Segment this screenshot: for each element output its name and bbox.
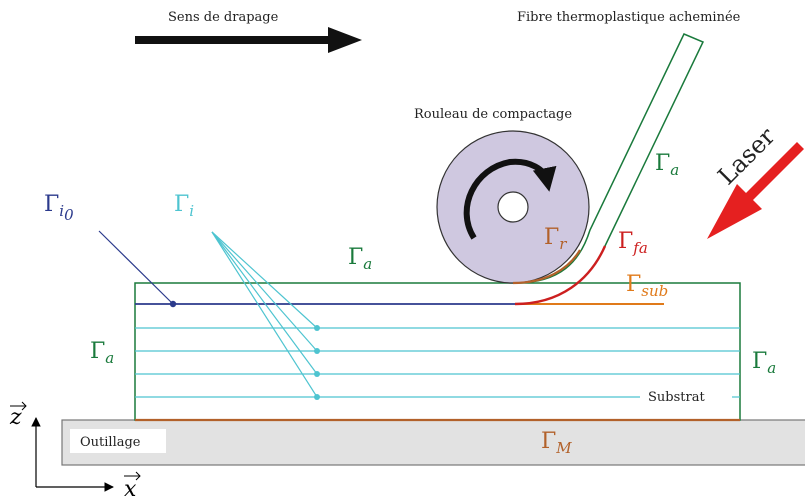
roller-label: Rouleau de compactage xyxy=(414,107,572,122)
interface-i-leader xyxy=(211,231,318,329)
x-axis-vector-arrow xyxy=(124,471,141,481)
layup-direction-arrow-head xyxy=(328,27,362,53)
gamma-a-left-label: Γa xyxy=(90,339,114,367)
gamma-m-label: ΓM xyxy=(541,429,572,457)
roller-hub xyxy=(497,191,529,223)
interface-i-leader xyxy=(211,231,318,398)
interface-i-leader xyxy=(211,231,318,375)
tooling-label-box xyxy=(70,429,166,453)
interface-i-point xyxy=(314,325,320,331)
gamma-i-label: Γi xyxy=(174,192,194,220)
substrate-label: Substrat xyxy=(648,390,705,405)
z-axis-label: z xyxy=(9,405,22,430)
roller-rotation-icon xyxy=(463,158,557,240)
gamma-fa-label: Γfa xyxy=(618,229,648,257)
interface-i-point xyxy=(314,394,320,400)
z-axis-vector-arrow xyxy=(10,401,27,411)
x-axis-label: x xyxy=(124,477,137,499)
interface-i0-leader xyxy=(98,230,174,305)
tooling-block xyxy=(61,419,805,466)
fibre-label: Fibre thermoplastique acheminée xyxy=(517,10,741,25)
gamma-r-label: Γr xyxy=(544,225,567,253)
tooling-label: Outillage xyxy=(80,435,141,450)
interface-i-leader xyxy=(211,231,318,352)
interface-i-point xyxy=(314,371,320,377)
gamma-fa-boundary xyxy=(514,245,607,306)
gamma-sub-label: Γsub xyxy=(626,272,668,300)
gamma-r-boundary xyxy=(512,249,581,285)
layup-direction-label: Sens de drapage xyxy=(168,10,279,25)
gamma-a-right-label: Γa xyxy=(752,349,776,377)
interface-i-point xyxy=(314,348,320,354)
gamma-a-top-label: Γa xyxy=(348,245,372,273)
gamma-i0-label: Γi0 xyxy=(44,192,74,224)
gamma-a-fibre-label: Γa xyxy=(655,151,679,179)
laser-arrow xyxy=(707,142,804,239)
